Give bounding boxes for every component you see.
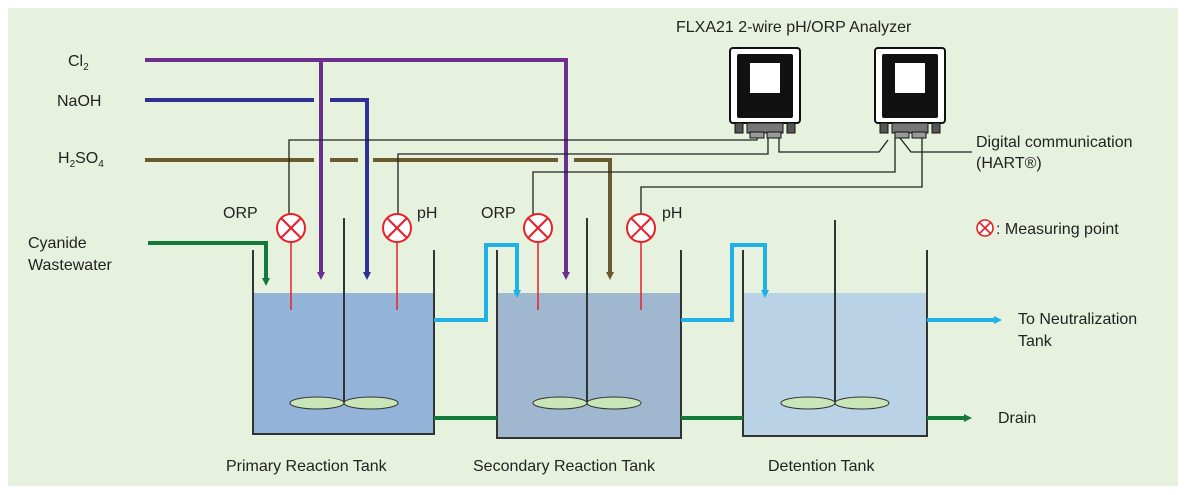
h2so4-label: H2SO4 [58,150,104,170]
primary-tank-label: Primary Reaction Tank [226,458,388,475]
cl2-label: Cl2 [68,53,89,73]
h2so4-feed-line [145,158,614,280]
naoh-feed-line [145,98,371,280]
ph2-label: pH [662,205,682,222]
ph1-label: pH [417,205,437,222]
analyzer-title: FLXA21 2-wire pH/ORP Analyzer [676,19,912,36]
ph2-measuring-point-icon [626,213,656,243]
signal-wiring [288,137,972,214]
legend-measuring-point-icon [976,219,994,237]
transfer-flow-2 [681,243,769,322]
cl2-feed-line [145,58,570,280]
sensor-probes [290,243,642,310]
detention-agitator [780,220,890,410]
secondary-agitator [532,218,642,410]
drain-label: Drain [998,410,1036,427]
orp2-measuring-point-icon [523,213,553,243]
primary-agitator [289,218,399,410]
secondary-tank-water [497,293,681,438]
detention-tank-label: Detention Tank [768,458,875,475]
orp1-label: ORP [223,205,258,222]
cyanide-label: Cyanide Wastewater [28,235,113,274]
measuring-point-legend-label: : Measuring point [996,221,1119,238]
naoh-label: NaOH [57,93,101,110]
primary-tank-wall [252,250,435,435]
cyanide-inlet-line [148,241,270,286]
analyzer-1 [729,47,801,139]
ph1-measuring-point-icon [382,213,412,243]
secondary-tank-wall [496,250,682,439]
transfer-flow-1 [434,243,521,322]
neutralization-label: To Neutralization Tank [1018,311,1142,350]
orp1-measuring-point-icon [276,213,306,243]
analyzer-2 [874,47,946,139]
secondary-tank-label: Secondary Reaction Tank [473,458,656,475]
orp2-label: ORP [481,205,516,222]
detention-tank-wall [742,250,928,437]
digital-communication-label: Digital communication (HART®) [976,134,1137,172]
